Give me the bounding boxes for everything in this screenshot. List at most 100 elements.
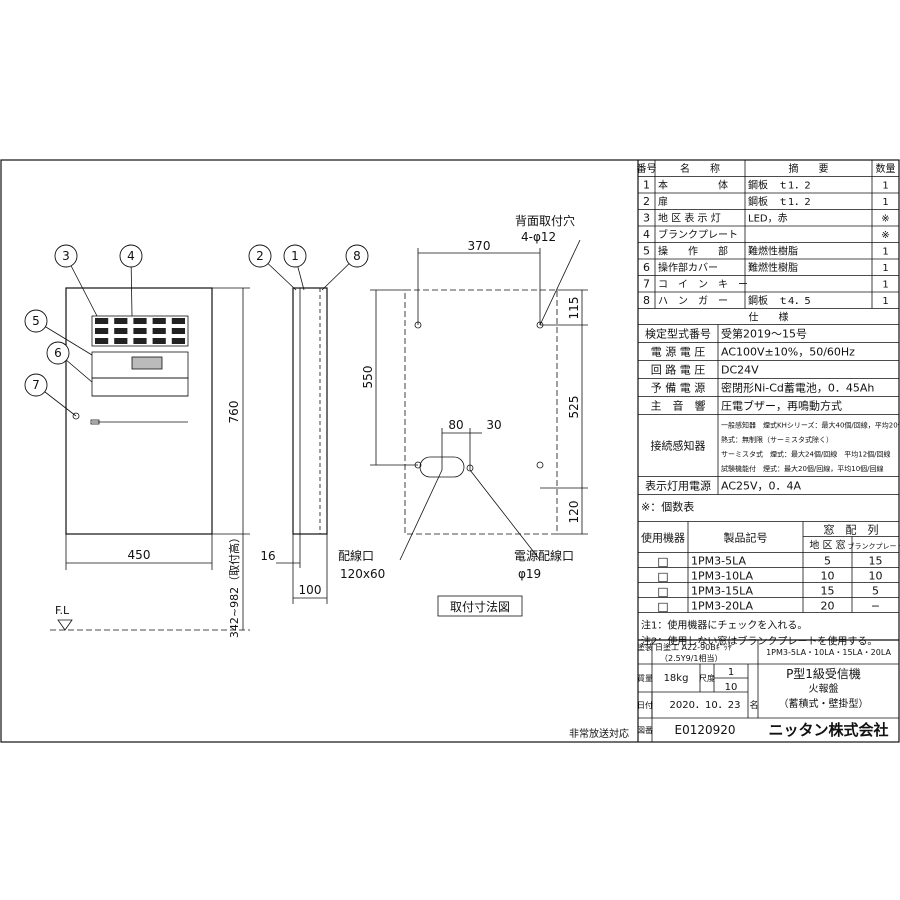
tb-mass: 18kg: [664, 673, 689, 684]
parts-no: 4: [643, 228, 650, 241]
dim-100-label: 100: [299, 583, 322, 597]
power-size: φ19: [518, 567, 541, 581]
count-model: 1PM3-10LA: [691, 570, 753, 583]
count-header-model: 製品記号: [724, 531, 768, 545]
zone-lamp-window: [171, 318, 185, 324]
callout-circle: [345, 244, 369, 268]
back-hole-label: 背面取付穴: [515, 213, 575, 228]
spec-label: 予 備 電 源: [651, 381, 706, 395]
spec-label: 主 音 響: [651, 399, 706, 413]
callout-circle: [248, 244, 272, 268]
spec-value: 圧電ブザー，再鳴動方式: [721, 399, 842, 413]
wiring-leader: [399, 469, 443, 561]
callout-number: 3: [62, 249, 70, 263]
zone-lamp-window: [171, 328, 185, 334]
count-header-window: 窓 配 列: [824, 523, 879, 537]
back-panel-outline: [404, 289, 558, 535]
spec-value: AC100V±10%，50/60Hz: [721, 346, 855, 359]
spec-line: 熱式：無制限（サーミスタ式除く）: [721, 435, 833, 444]
callout-circle: [119, 244, 143, 268]
side-body-outline: [292, 287, 328, 535]
parts-header-cell: 番号: [637, 163, 657, 175]
dim-370-label: 370: [468, 239, 491, 253]
count-blank: −: [871, 600, 880, 613]
drawing-frame: [0, 159, 900, 743]
count-checkbox: □: [657, 600, 668, 614]
tb-paint-1: 日塗工 A22-90Bｷﾞｯﾔ: [655, 642, 732, 652]
tb-company: ニッタン株式会社: [768, 721, 888, 739]
tb-drawing-no: E0120920: [674, 723, 735, 737]
tb-title-2: 火報盤: [809, 682, 839, 695]
display-window: [131, 356, 163, 370]
callout-number: 6: [54, 346, 62, 360]
parts-no: 7: [643, 278, 650, 291]
parts-qty: 1: [882, 263, 888, 274]
count-blank: 5: [872, 585, 879, 598]
parts-spec: LED，赤: [748, 213, 788, 225]
spec-value: AC25V，0．4A: [721, 480, 802, 493]
front-dimensions: 760 450 342~982（取付高） F.L: [50, 287, 250, 638]
parts-no: 1: [643, 179, 650, 192]
parts-name: 操 作 部: [658, 245, 728, 258]
dim-550-label: 550: [361, 366, 375, 389]
count-header-zone: 地 区 窓: [809, 539, 845, 552]
back-hole-leader: [539, 239, 581, 326]
spec-line: 試験機能付 煙式：最大20個/回線，平均10個/回線: [721, 464, 884, 473]
power-leader: [469, 469, 541, 561]
mount-holes: [414, 321, 544, 469]
tb-models: 1PM3-5LA・10LA・15LA・20LA: [766, 648, 891, 657]
spec-label: 回 路 電 圧: [651, 364, 706, 377]
parts-spec: 鋼板 ｔ1．2: [748, 195, 811, 208]
parts-header-cell: 摘 要: [789, 162, 829, 175]
parts-spec: 鋼板 ｔ1．2: [748, 179, 811, 192]
zone-lamp-window: [95, 318, 109, 324]
parts-name: コ イ ン キ ー: [658, 280, 748, 291]
key-slot: [90, 419, 100, 425]
parts-qty: 1: [882, 280, 888, 291]
zone-lamp-window: [152, 338, 166, 344]
parts-qty: 1: [882, 296, 888, 307]
zone-lamp-window: [114, 338, 128, 344]
zone-lamp-window: [114, 328, 128, 334]
count-zone: 20: [821, 600, 835, 613]
parts-qty: ※: [881, 214, 889, 225]
back-view: 370 背面取付穴 4-φ12 550 115 525 120 80 30 配線…: [338, 213, 588, 617]
parts-spec: 難燃性樹脂: [748, 261, 798, 274]
spec-value: 密閉形Ni-Cd蓄電池，0．45Ah: [721, 381, 874, 395]
dim-760-label: 760: [227, 401, 241, 424]
count-model: 1PM3-15LA: [691, 585, 753, 598]
operation-cover: [91, 377, 189, 397]
parts-no: 2: [643, 195, 650, 208]
callout-circle: [24, 309, 48, 333]
tb-title-3: （蓄積式・壁掛型）: [779, 697, 869, 710]
side-view: 16 100: [260, 287, 328, 604]
callout-circle: [283, 244, 307, 268]
parts-qty: 1: [882, 181, 888, 192]
spec-line: 一般感知器 煙式KHシリーズ：最大40個/回線，平均20個/回線: [721, 421, 900, 430]
zone-lamp-window: [133, 328, 147, 334]
spec-value: DC24V: [721, 364, 759, 377]
callout-number: 5: [32, 314, 40, 328]
tb-scale-den: 10: [725, 682, 738, 693]
tb-name-label: 名: [749, 699, 758, 711]
count-model: 1PM3-20LA: [691, 600, 753, 613]
zone-lamp-window: [95, 328, 109, 334]
front-panel-outline: [65, 287, 213, 535]
spec-label: 電 源 電 圧: [651, 345, 706, 359]
count-checkbox: □: [657, 585, 668, 599]
zone-lamp-window: [114, 318, 128, 324]
spec-title: 仕 様: [749, 311, 789, 324]
zone-lamp-window: [171, 338, 185, 344]
dim-16-label: 16: [260, 549, 275, 563]
note-line: 注1：使用機器にチェックを入れる。: [641, 619, 807, 632]
callout-circle: [24, 373, 48, 397]
count-checkbox: □: [657, 555, 668, 569]
callout-number: 1: [291, 249, 299, 263]
spec-label: 表示灯用電源: [645, 479, 711, 493]
count-model: 1PM3-5LA: [691, 555, 746, 568]
zone-lamp-window: [133, 318, 147, 324]
callout-circle: [54, 244, 78, 268]
tb-mass-label: 質量: [637, 673, 653, 683]
